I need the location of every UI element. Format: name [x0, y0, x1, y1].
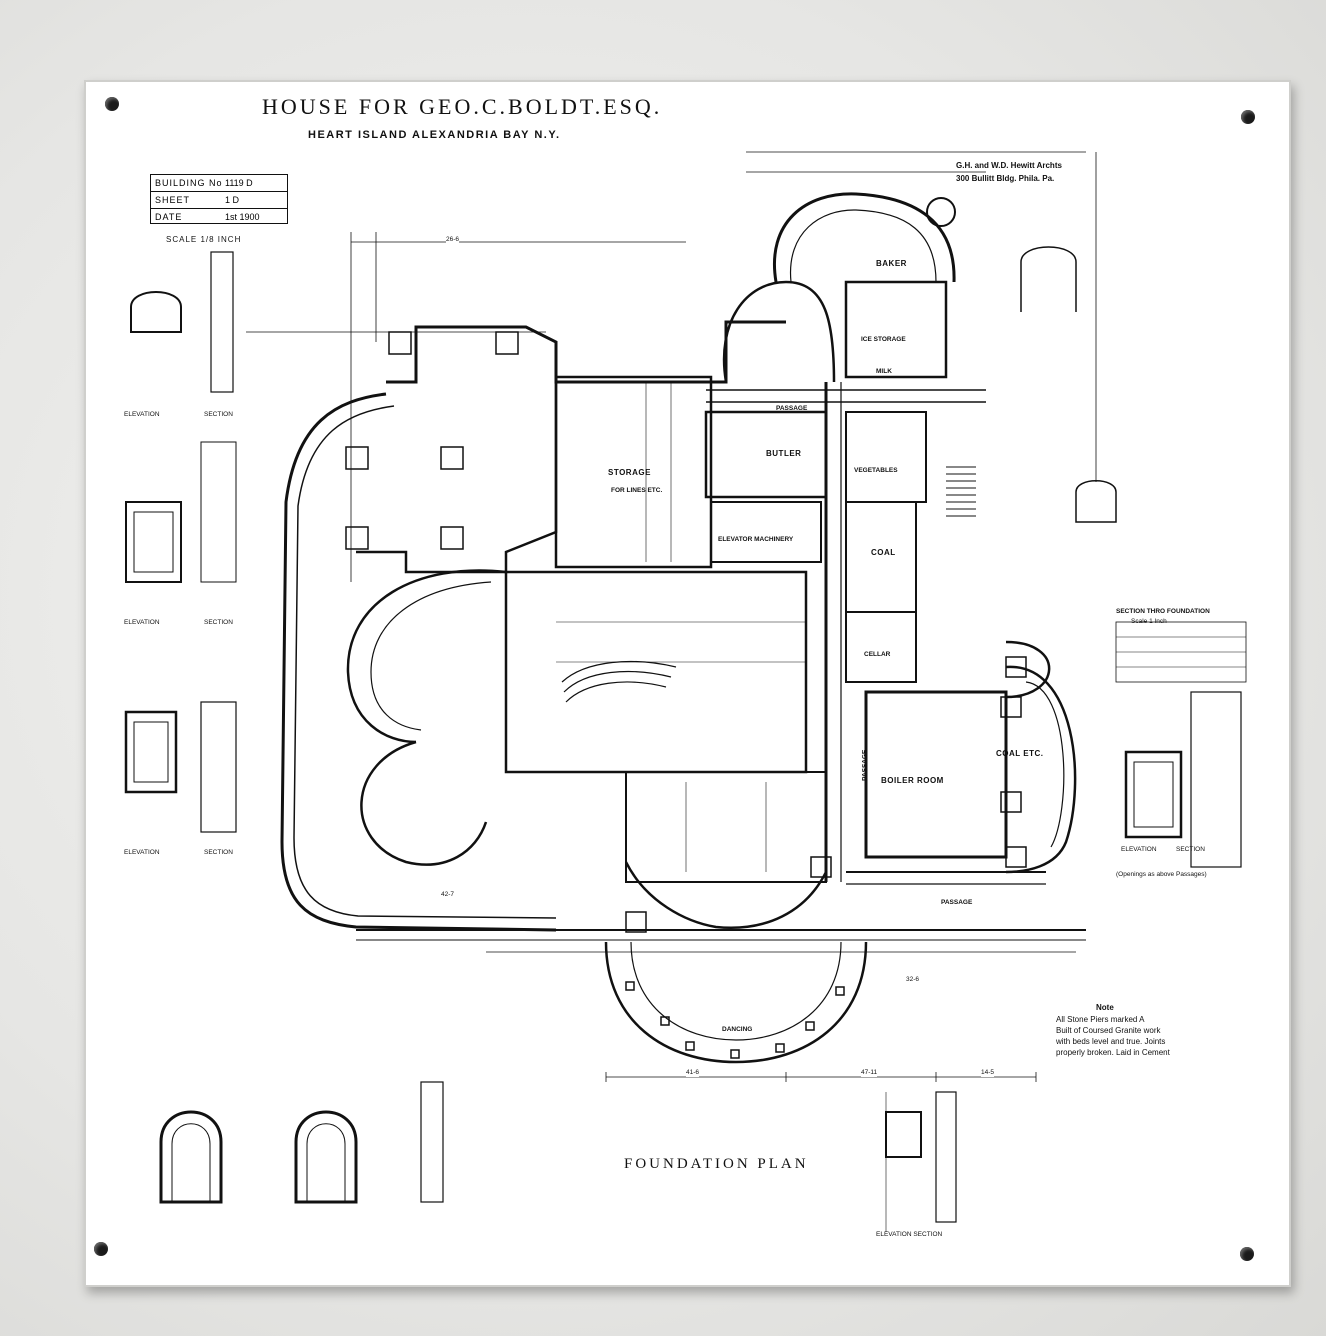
dim-4: 32-6 [906, 976, 920, 983]
building-value: 1119 D [225, 178, 253, 188]
screw-top-left [105, 97, 119, 111]
dim-1: 41-6 [686, 1069, 700, 1077]
room-milk: MILK [876, 368, 892, 375]
note-line-3: with beds level and true. Joints [1056, 1037, 1166, 1046]
label-elevation-4: ELEVATION [1121, 846, 1157, 853]
label-section-foundation: SECTION THRO FOUNDATION [1116, 608, 1210, 615]
room-dancing: DANCING [722, 1026, 753, 1033]
dim-2: 47-11 [861, 1069, 878, 1077]
room-vegetables: VEGETABLES [854, 467, 898, 474]
label-elevation-1: ELEVATION [124, 411, 160, 418]
label-section-4: SECTION [1176, 846, 1205, 853]
label-section-2: SECTION [204, 619, 233, 626]
screw-top-right [1241, 110, 1255, 124]
note-line-2: Built of Coursed Granite work [1056, 1026, 1161, 1035]
note-heading: Note [1096, 1003, 1114, 1012]
date-label: DATE [155, 212, 183, 222]
foundation-plan-drawing [124, 151, 1247, 1232]
scale-label: SCALE 1/8 INCH [166, 235, 242, 244]
note-line-4: properly broken. Laid in Cement [1056, 1048, 1170, 1057]
room-storage-sub: FOR LINES ETC. [611, 487, 663, 494]
label-section-1: SECTION [204, 411, 233, 418]
room-passage-top: PASSAGE [776, 405, 808, 412]
room-coal-etc: COAL ETC. [996, 749, 1044, 758]
sheet-label: SHEET [155, 195, 191, 205]
label-elevation-section: ELEVATION SECTION [876, 1231, 943, 1238]
room-elevator-machinery: ELEVATOR MACHINERY [718, 536, 794, 543]
building-label: BUILDING No [155, 178, 223, 188]
room-cellar: CELLAR [864, 651, 891, 658]
date-value: 1st 1900 [225, 212, 260, 222]
room-butler: BUTLER [766, 449, 802, 458]
room-coal: COAL [871, 548, 896, 557]
room-boiler: BOILER ROOM [881, 776, 944, 785]
label-elevation-3: ELEVATION [124, 849, 160, 856]
drawing-subtitle: HEART ISLAND ALEXANDRIA BAY N.Y. [308, 129, 561, 141]
dim-3: 14-5 [981, 1069, 995, 1077]
label-section-3: SECTION [204, 849, 233, 856]
dim-6: 42-7 [441, 891, 455, 898]
blueprint-plaque: HOUSE FOR GEO.C.BOLDT.ESQ. HEART ISLAND … [84, 80, 1291, 1287]
sheet-value: 1 D [225, 195, 240, 205]
plan-title: FOUNDATION PLAN [624, 1156, 809, 1172]
label-elevation-2: ELEVATION [124, 619, 160, 626]
drawing-title: HOUSE FOR GEO.C.BOLDT.ESQ. [262, 94, 663, 119]
label-openings-passages: (Openings as above Passages) [1116, 871, 1207, 878]
room-passage-bottom: PASSAGE [941, 899, 973, 906]
room-baker: BAKER [876, 259, 907, 268]
screw-bottom-left [94, 1242, 108, 1256]
note-line-1: All Stone Piers marked A [1056, 1015, 1145, 1024]
label-scale-inch: Scale 1 Inch [1131, 618, 1167, 625]
architects-address: 300 Bullitt Bldg. Phila. Pa. [956, 174, 1055, 183]
room-storage: STORAGE [608, 468, 651, 477]
architects-name: G.H. and W.D. Hewitt Archts [956, 161, 1062, 170]
room-ice-storage: ICE STORAGE [861, 336, 906, 343]
dim-5: 26-6 [446, 236, 460, 244]
room-passage-side: PASSAGE [861, 749, 869, 781]
screw-bottom-right [1240, 1247, 1254, 1261]
